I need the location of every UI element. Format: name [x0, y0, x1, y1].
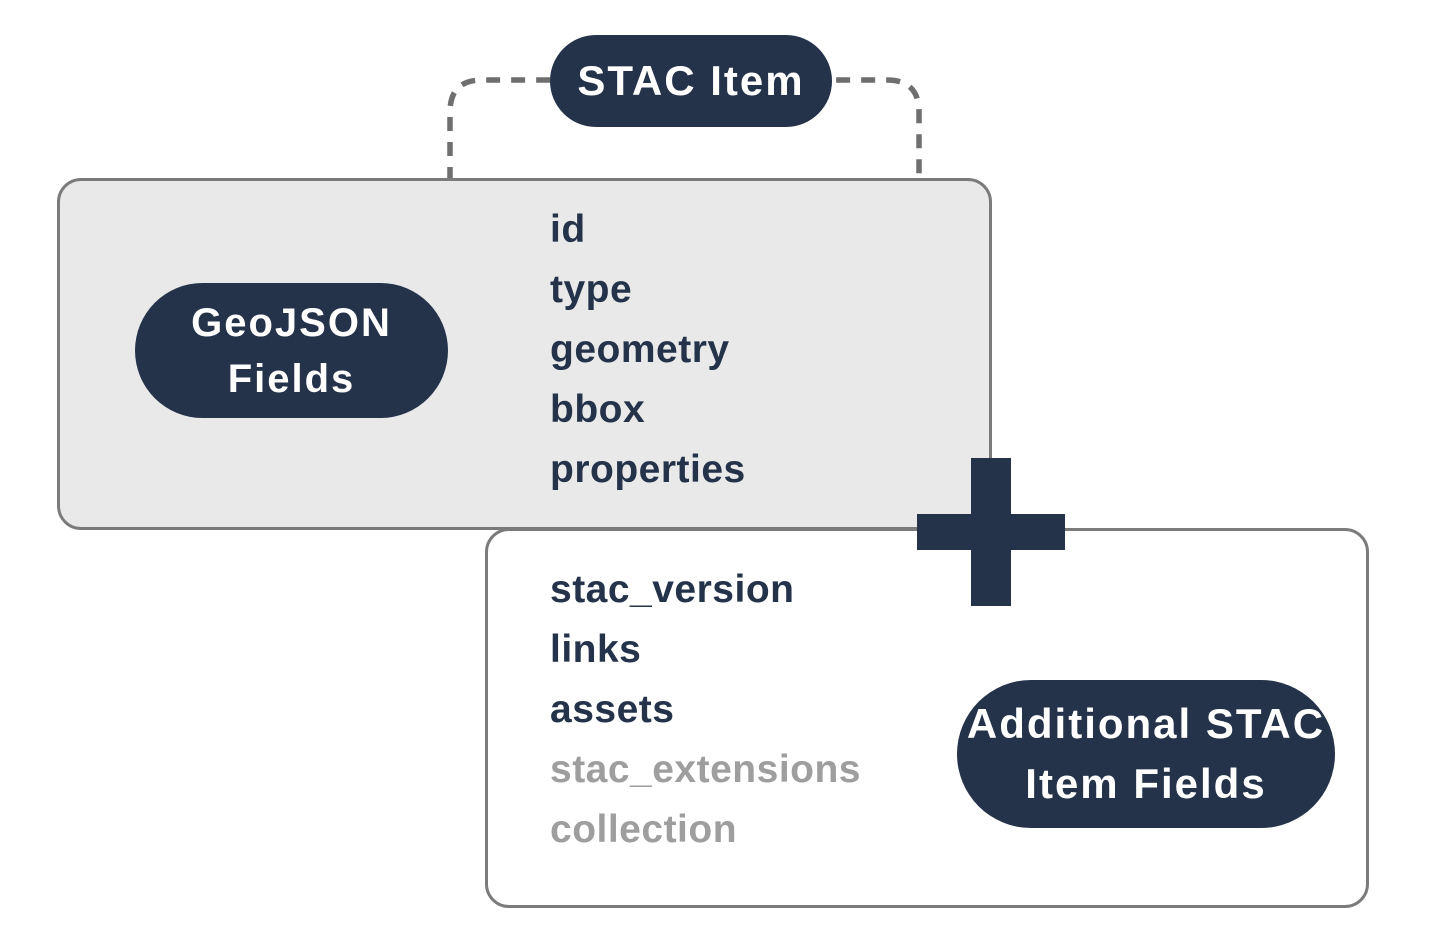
field-label-collection: collection	[550, 808, 738, 851]
geojson-field-list: id type geometry bbox properties	[550, 200, 746, 500]
field-label-properties: properties	[550, 448, 746, 491]
field-label-geometry: geometry	[550, 328, 730, 371]
field-label-id: id	[550, 208, 586, 251]
field-label-stac-version: stac_version	[550, 568, 795, 611]
stac-item-pill-label: STAC Item	[577, 57, 805, 104]
additional-stac-item-fields-pill: Additional STAC Item Fields	[957, 680, 1335, 828]
stac-field-list: stac_version links assets stac_extension…	[550, 560, 861, 860]
additional-pill-line1: Additional STAC	[966, 700, 1326, 747]
plus-icon-horizontal-bar	[917, 514, 1065, 550]
additional-pill-line2: Item Fields	[1025, 760, 1267, 807]
plus-icon	[917, 458, 1065, 606]
stac-item-pill: STAC Item	[550, 35, 832, 127]
field-label-stac-extensions: stac_extensions	[550, 748, 861, 791]
geojson-fields-pill: GeoJSON Fields	[135, 283, 448, 418]
field-label-assets: assets	[550, 688, 675, 731]
geojson-fields-pill-line1: GeoJSON	[191, 300, 392, 345]
field-label-type: type	[550, 268, 633, 311]
field-label-bbox: bbox	[550, 388, 646, 431]
geojson-fields-pill-line2: Fields	[227, 356, 356, 401]
field-label-links: links	[550, 628, 642, 671]
